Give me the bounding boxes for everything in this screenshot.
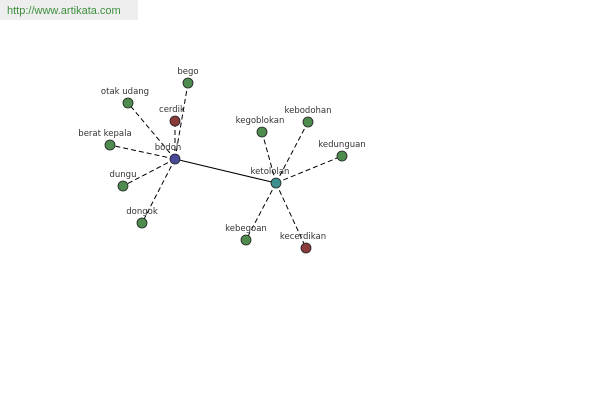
node-dongok[interactable]: dongok [126, 207, 158, 229]
node-label[interactable]: kebodohan [284, 106, 331, 116]
node-label[interactable]: bodoh [155, 143, 182, 153]
node-label[interactable]: dongok [126, 207, 158, 217]
node-kebodohan[interactable]: kebodohan [284, 106, 332, 128]
edge-ketololan-kebegoan [245, 182, 277, 241]
edge-ketololan-kecerdikan [275, 182, 307, 249]
node-label[interactable]: kegoblokan [236, 116, 285, 126]
node-berat-kepala[interactable]: berat kepala [78, 129, 132, 151]
node-kebegoan[interactable]: kebegoan [225, 224, 267, 246]
node-marker[interactable] [300, 242, 312, 254]
node-otak-udang[interactable]: otak udang [101, 87, 149, 109]
node-marker[interactable] [182, 77, 194, 89]
node-bego[interactable]: bego [177, 67, 199, 89]
node-label[interactable]: dungu [110, 170, 137, 180]
graph-nodes: bodoh ketololan bego cerdik otak udang berat … [78, 67, 366, 254]
node-cerdik[interactable]: cerdik [159, 105, 185, 127]
node-label[interactable]: cerdik [159, 105, 185, 115]
node-marker[interactable] [336, 150, 348, 162]
node-label[interactable]: berat kepala [78, 129, 131, 139]
node-label[interactable]: otak udang [101, 87, 149, 97]
node-label[interactable]: kedunguan [318, 140, 365, 150]
edge-bodoh-ketololan [174, 158, 277, 184]
node-ketololan[interactable]: ketololan [251, 167, 290, 189]
node-kegoblokan[interactable]: kegoblokan [236, 116, 285, 138]
node-label[interactable]: kecerdikan [280, 232, 326, 242]
node-marker[interactable] [136, 217, 148, 229]
edge-ketololan-kedunguan [275, 155, 343, 184]
watermark-url[interactable]: http://www.artikata.com [0, 0, 138, 20]
node-marker[interactable] [169, 115, 181, 127]
edge-ketololan-kegoblokan [261, 131, 277, 184]
edge-bodoh-berat_kepala [109, 144, 176, 160]
edge-bodoh-bego [174, 82, 189, 160]
node-bodoh[interactable]: bodoh [155, 143, 182, 165]
node-marker[interactable] [169, 153, 181, 165]
node-label[interactable]: ketololan [251, 167, 290, 177]
node-label[interactable]: kebegoan [225, 224, 267, 234]
node-marker[interactable] [270, 177, 282, 189]
node-label[interactable]: bego [177, 67, 198, 77]
node-marker[interactable] [302, 116, 314, 128]
edge-bodoh-otak_udang [127, 102, 176, 160]
edge-ketololan-kebodohan [275, 121, 309, 184]
node-marker[interactable] [122, 97, 134, 109]
edge-bodoh-dongok [141, 158, 176, 224]
edge-bodoh-dungu [122, 158, 176, 187]
node-dungu[interactable]: dungu [110, 170, 137, 192]
node-marker[interactable] [104, 139, 116, 151]
node-marker[interactable] [256, 126, 268, 138]
node-marker[interactable] [117, 180, 129, 192]
node-marker[interactable] [240, 234, 252, 246]
node-kecerdikan[interactable]: kecerdikan [280, 232, 326, 254]
node-kedunguan[interactable]: kedunguan [318, 140, 366, 162]
graph-edges [109, 82, 343, 249]
